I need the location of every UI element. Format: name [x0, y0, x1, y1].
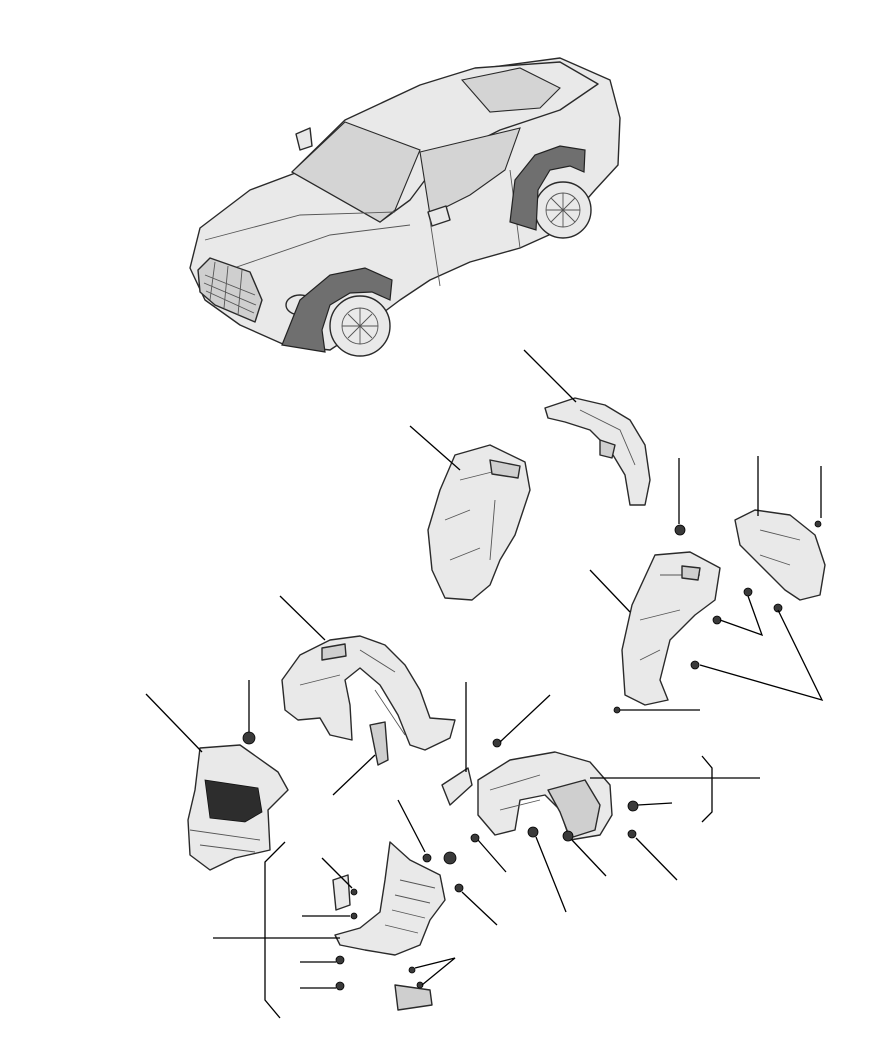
car-illustration [189, 57, 621, 357]
front-arch-liner-highlight [281, 267, 393, 353]
rear-liner-bracket [734, 509, 826, 601]
front-upper-liner [281, 635, 456, 751]
leader-lines [145, 349, 824, 1019]
rear-fender-liner [621, 551, 721, 706]
mesh-grille [204, 779, 263, 823]
rear-upper-liner-section [544, 397, 651, 506]
front-liner-rear-section [477, 751, 613, 841]
rear-liner-inner [427, 444, 531, 601]
front-liner-lower-panel [334, 841, 446, 956]
small-trim-piece [332, 721, 473, 1011]
front-liner-grille-panel [187, 744, 289, 871]
fasteners [242, 520, 822, 991]
grille [197, 257, 263, 323]
rear-arch-liner-highlight [509, 145, 586, 231]
